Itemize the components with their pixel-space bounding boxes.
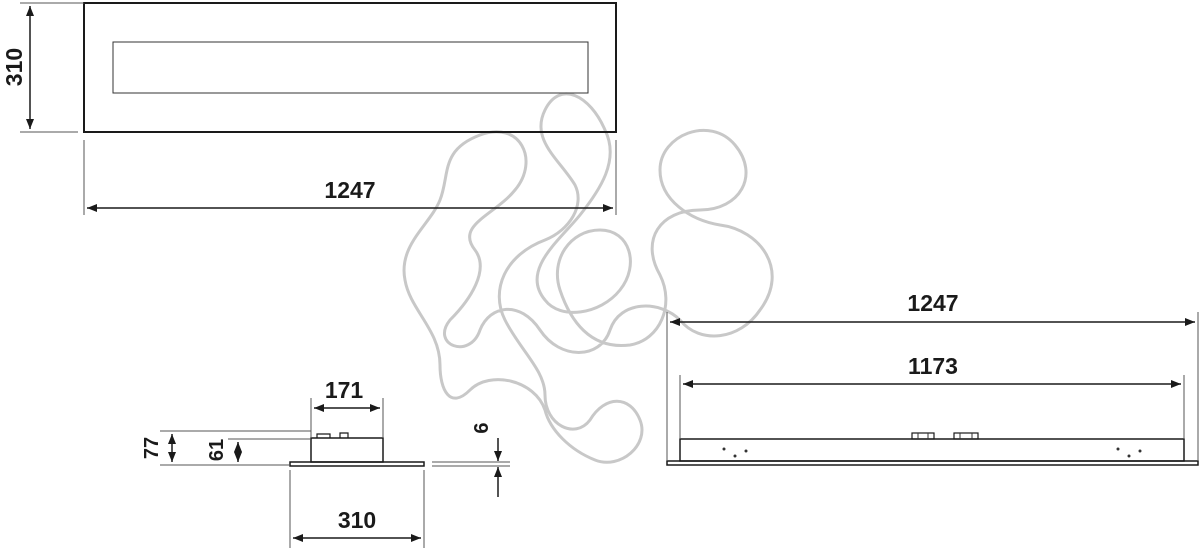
top-view-length-label: 1247 bbox=[324, 177, 375, 203]
top-view: 310 1247 bbox=[1, 2, 617, 215]
side-view-holes-left bbox=[722, 447, 748, 458]
section-view-top-bumps bbox=[316, 432, 349, 438]
section-view-flange-label: 6 bbox=[471, 422, 493, 433]
side-view-flange bbox=[666, 460, 1199, 466]
side-view-body bbox=[679, 438, 1185, 462]
section-view-total-height-label: 77 bbox=[141, 437, 163, 459]
side-view: 1247 1173 bbox=[666, 290, 1199, 466]
section-view-body-height-label: 61 bbox=[206, 439, 228, 461]
top-view-diffuser bbox=[112, 41, 589, 94]
top-view-outline bbox=[83, 2, 617, 133]
watermark-logo-icon bbox=[402, 92, 774, 464]
side-view-connector-2 bbox=[953, 432, 979, 440]
section-view-bottom-width-label: 310 bbox=[338, 507, 376, 533]
section-view-flange bbox=[289, 461, 425, 467]
section-view: 171 77 61 310 6 bbox=[141, 377, 510, 548]
side-view-connector-1 bbox=[911, 432, 935, 440]
side-view-holes-right bbox=[1116, 447, 1142, 458]
section-view-body bbox=[310, 437, 384, 463]
side-view-total-length-label: 1247 bbox=[907, 290, 958, 316]
section-view-top-width-label: 171 bbox=[325, 377, 364, 403]
top-view-height-label: 310 bbox=[1, 48, 27, 86]
side-view-inner-length-label: 1173 bbox=[908, 353, 958, 379]
